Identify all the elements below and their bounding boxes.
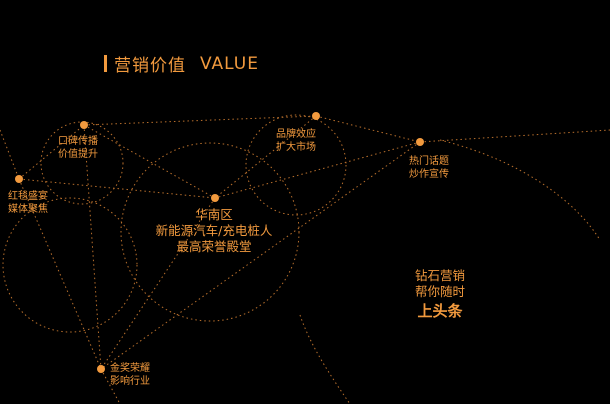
node-label-center: 华南区 新能源汽车/充电桩人 最高荣誉殿堂 <box>149 207 279 255</box>
pinpai-line2: 扩大市场 <box>276 142 316 153</box>
hongtan-line2: 媒体聚焦 <box>8 204 48 215</box>
redian-line1: 热门话题 <box>409 156 449 167</box>
title-cn: 营销价值 <box>114 56 186 76</box>
title-bar <box>104 55 107 72</box>
dot-jinjiang <box>97 365 105 373</box>
dot-center <box>211 194 219 202</box>
node-label-pinpai: 品牌效应 扩大市场 <box>276 128 316 154</box>
hongtan-line1: 红毯盛宴 <box>8 191 48 202</box>
slogan-headline: 上头条 <box>417 302 463 320</box>
dot-hongtan <box>15 175 23 183</box>
node-label-hongtan: 红毯盛宴 媒体聚焦 <box>8 190 48 216</box>
koubei-line2: 价值提升 <box>58 149 98 160</box>
dot-redian <box>416 138 424 146</box>
dot-koubei <box>80 121 88 129</box>
arc-right <box>439 139 601 241</box>
slogan-line1: 钻石营销 <box>414 268 465 283</box>
arc-lower <box>299 314 351 404</box>
circle-hongtan <box>2 197 138 333</box>
pinpai-line1: 品牌效应 <box>276 129 316 140</box>
circle-pinpai <box>245 114 347 216</box>
node-label-redian: 热门话题 炒作宣传 <box>409 155 449 181</box>
redian-line2: 炒作宣传 <box>409 169 449 180</box>
center-line3: 最高荣誉殿堂 <box>176 239 252 254</box>
jinjiang-line1: 金奖荣耀 <box>110 363 150 374</box>
circle-koubei <box>40 121 124 205</box>
node-label-jinjiang: 金奖荣耀 影响行业 <box>110 362 150 388</box>
jinjiang-line2: 影响行业 <box>110 376 150 387</box>
center-line2: 新能源汽车/充电桩人 <box>155 223 273 238</box>
node-label-koubei: 口碑传播 价值提升 <box>58 135 98 161</box>
slogan: 钻石营销 帮你随时 上头条 <box>410 268 470 322</box>
koubei-line1: 口碑传播 <box>58 136 98 147</box>
title-en: VALUE <box>200 53 259 74</box>
dot-pinpai <box>312 112 320 120</box>
circle-center <box>120 142 300 322</box>
section-title: 营销价值 VALUE <box>104 51 259 76</box>
slogan-line2: 帮你随时 <box>414 284 465 299</box>
center-line1: 华南区 <box>195 207 233 222</box>
